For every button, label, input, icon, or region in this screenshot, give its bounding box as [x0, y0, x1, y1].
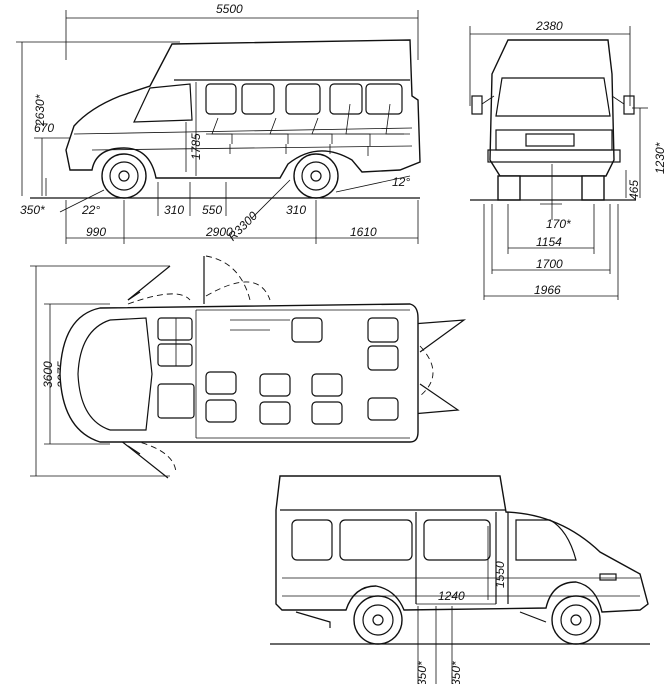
side-view-left: 5500 2630* 670 350*: [16, 2, 421, 244]
dim-clearance-front: 310: [164, 203, 184, 217]
front-view: 2380 1230* 465 170* 1154 1700: [469, 19, 667, 300]
dim-departure-angle: 12°: [392, 175, 410, 189]
dim-bumper-height: 465: [627, 180, 641, 200]
dim-clearance-rear: 310: [286, 203, 306, 217]
dim-approach-angle: 22°: [81, 203, 100, 217]
dim-door-height: 1550: [493, 561, 507, 588]
dim-step-left: 350*: [415, 661, 429, 684]
top-view: 3600 2075: [30, 255, 467, 479]
dim-front-floor-height: 1230*: [653, 142, 667, 174]
dim-floor-height: 670: [34, 121, 54, 135]
dim-step-right: 350*: [449, 661, 463, 684]
dim-wheelbase: 2900: [205, 225, 233, 239]
side-view-right: 1550 1240 350* 350*: [270, 475, 650, 684]
dim-door-width: 1240: [438, 589, 465, 603]
dim-ground-clearance: 170*: [546, 217, 571, 231]
dim-seat-offset: 550: [202, 203, 222, 217]
dim-rear-overhang: 1610: [350, 225, 377, 239]
dim-front-overall-width: 2380: [535, 19, 563, 33]
dim-track-inner: 1154: [536, 235, 562, 249]
dim-front-overhang: 990: [86, 225, 106, 239]
dim-step-height: 350*: [20, 203, 45, 217]
dim-track: 1700: [536, 257, 563, 271]
dim-overall-height: 2630*: [33, 94, 47, 127]
dim-plan-mirror-width: 3600: [41, 361, 55, 388]
dim-body-width: 1966: [534, 283, 561, 297]
dim-overall-length: 5500: [216, 2, 243, 16]
dim-interior-height: 1785: [189, 133, 203, 160]
